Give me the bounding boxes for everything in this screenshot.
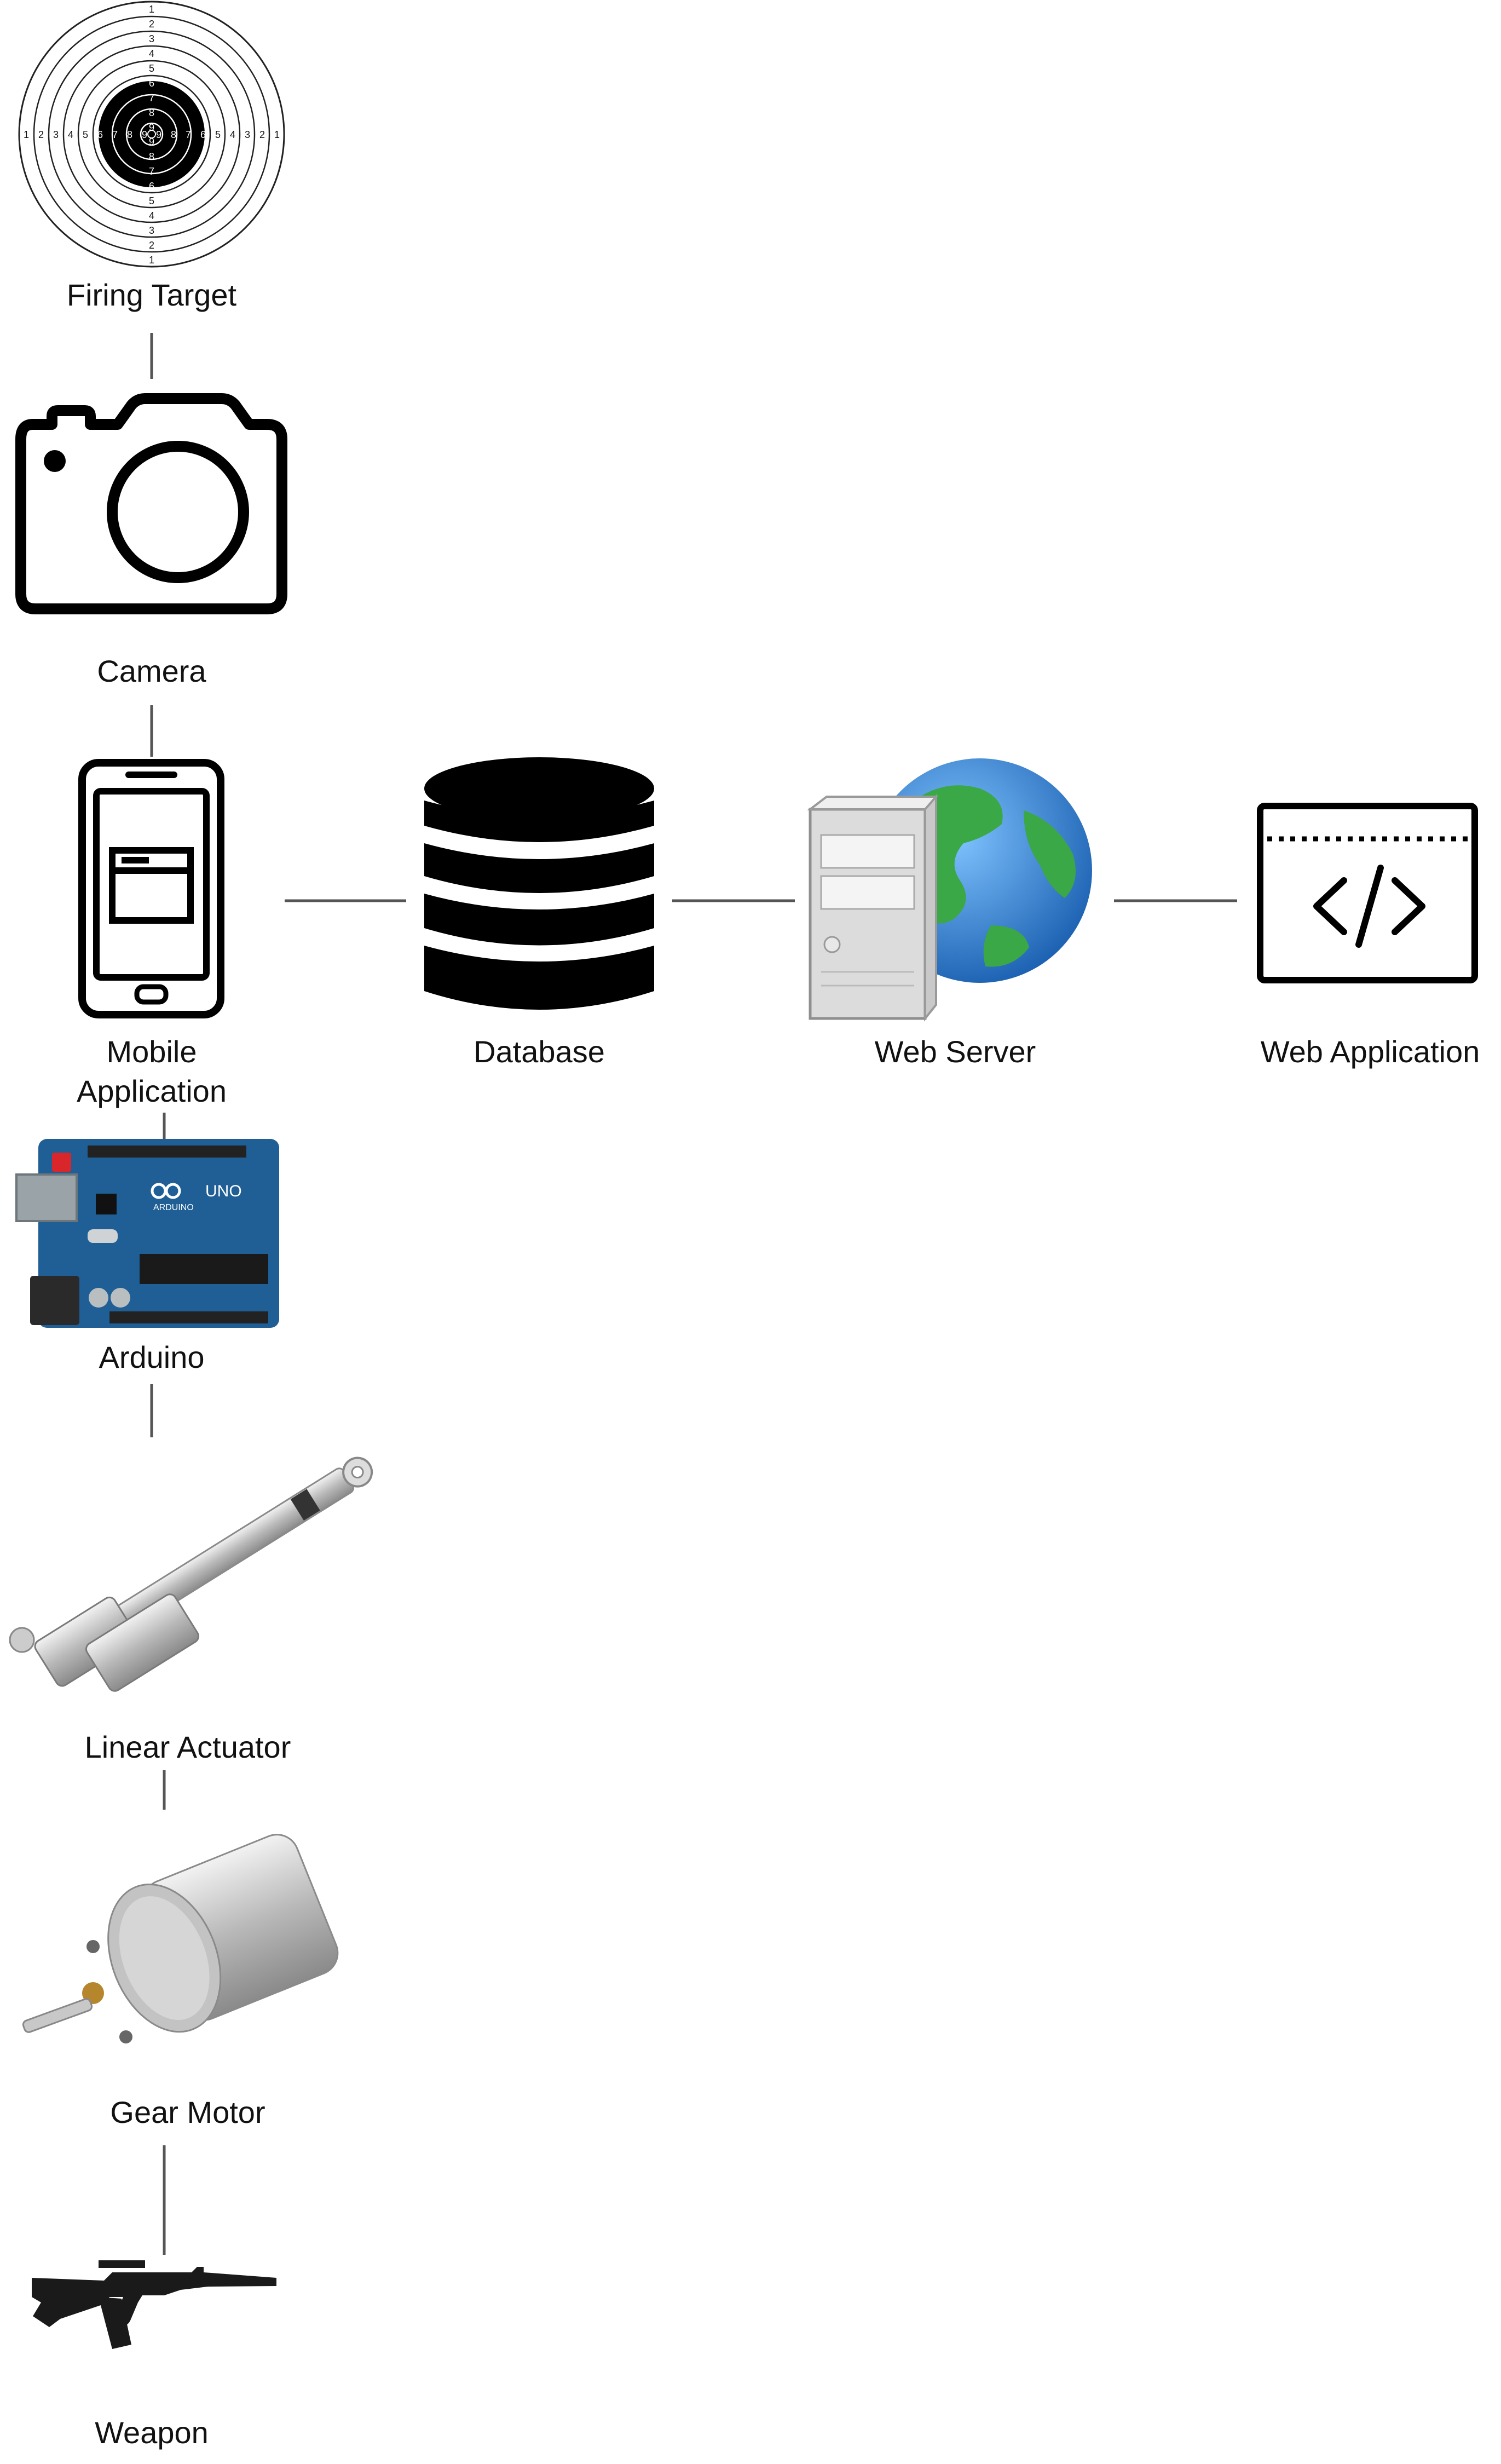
web-server-label: Web Server: [875, 1034, 1036, 1069]
smartphone-icon: [78, 759, 224, 1018]
arduino-board-icon: UNO ARDUINO: [15, 1139, 279, 1328]
target-ring-number: 8: [149, 151, 154, 162]
target-ring-number: 9: [149, 136, 154, 147]
target-ring-number: 8: [127, 129, 132, 140]
linear-actuator-icon: [9, 1456, 373, 1692]
target-ring-number: 5: [149, 63, 154, 74]
linear-actuator-label: Linear Actuator: [85, 1730, 291, 1764]
gear-motor-icon: [22, 1834, 339, 2043]
target-ring-number: 1: [274, 129, 280, 140]
arduino-label: Arduino: [99, 1340, 204, 1374]
target-ring-number: 4: [68, 129, 73, 140]
code-window-icon: [1257, 803, 1478, 983]
web-server-node: Web Server: [807, 758, 1092, 1069]
database-node: Database: [424, 757, 654, 1069]
target-ring-number: 2: [38, 129, 44, 140]
target-ring-number: 7: [186, 129, 191, 140]
arduino-board-model: UNO: [205, 1182, 242, 1200]
server-tower-icon: [807, 793, 939, 1022]
target-ring-number: 6: [149, 181, 154, 192]
target-ring-number: 1: [24, 129, 29, 140]
target-ring-number: 9: [142, 129, 147, 140]
database-icon: [424, 757, 654, 1010]
camera-node: Camera: [15, 393, 287, 688]
connectors: [150, 333, 1237, 2255]
rifle-icon: [32, 2260, 276, 2349]
target-ring-number: 3: [245, 129, 250, 140]
target-ring-number: 3: [53, 129, 59, 140]
target-ring-number: 6: [97, 129, 103, 140]
target-ring-number: 6: [149, 78, 154, 89]
target-ring-number: 7: [149, 93, 154, 103]
target-ring-number: 3: [149, 33, 154, 44]
mobile-application-node: Mobile Application: [77, 759, 227, 1108]
target-ring-number: 4: [230, 129, 235, 140]
target-ring-number: 1: [149, 4, 154, 15]
web-application-label: Web Application: [1261, 1034, 1480, 1069]
target-ring-number: 5: [83, 129, 88, 140]
target-ring-number: 7: [149, 166, 154, 177]
target-ring-number: 9: [149, 122, 154, 133]
gear-motor-label: Gear Motor: [110, 2095, 265, 2129]
firing-target-label: Firing Target: [67, 278, 237, 312]
target-ring-number: 1: [149, 255, 154, 266]
camera-icon: [15, 393, 287, 614]
mobile-application-label-line2: Application: [77, 1074, 227, 1108]
web-application-node: Web Application: [1257, 803, 1480, 1069]
target-ring-number: 2: [259, 129, 265, 140]
weapon-label: Weapon: [95, 2415, 209, 2450]
target-ring-number: 2: [149, 19, 154, 30]
target-ring-number: 5: [149, 195, 154, 206]
gear-motor-node: Gear Motor: [22, 1834, 339, 2129]
weapon-node: Weapon: [32, 2260, 276, 2450]
target-ring-number: 5: [215, 129, 221, 140]
database-label: Database: [474, 1034, 605, 1069]
camera-label: Camera: [97, 654, 206, 688]
linear-actuator-node: Linear Actuator: [9, 1456, 373, 1764]
target-ring-number: 9: [156, 129, 161, 140]
target-ring-number: 3: [149, 225, 154, 236]
target-ring-number: 8: [149, 107, 154, 118]
target-ring-number: 2: [149, 240, 154, 251]
target-ring-number: 7: [112, 129, 118, 140]
target-ring-number: 4: [149, 210, 154, 221]
arduino-board-brand: ARDUINO: [153, 1203, 194, 1212]
target-ring-number: 4: [149, 48, 154, 59]
target-ring-number: 8: [171, 129, 176, 140]
target-ring-number: 6: [200, 129, 206, 140]
arduino-node: UNO ARDUINO Arduino: [15, 1139, 279, 1374]
mobile-application-label-line1: Mobile: [107, 1034, 197, 1069]
